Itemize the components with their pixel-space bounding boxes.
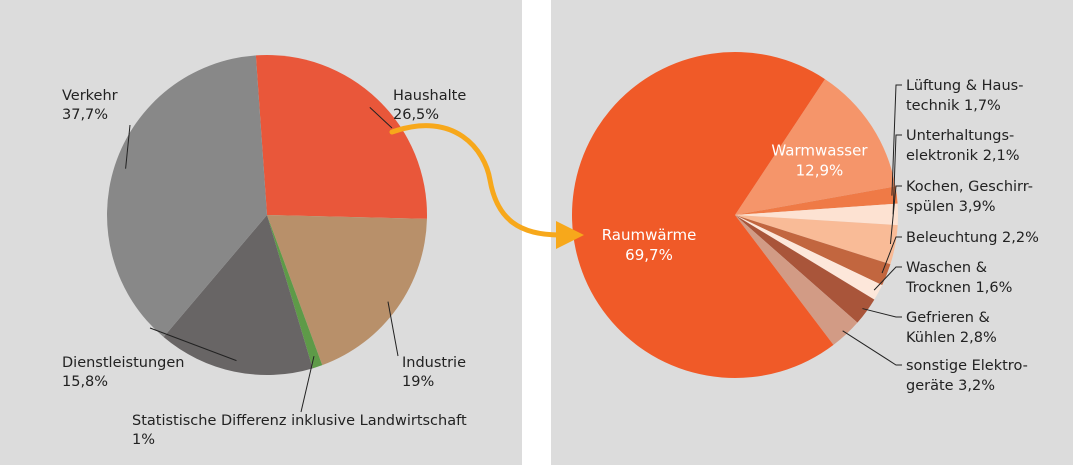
pie2-slice-lüftung-haus (735, 186, 898, 215)
pie2-leader-waschen (873, 266, 902, 291)
pie2-leader-sonstige-elektro (842, 330, 902, 366)
pie1-slice-verkehr (107, 55, 267, 338)
pie2-slice-raumwärme (572, 52, 834, 379)
pie2-label-beleuchtung-2-2: Beleuchtung 2,2% (906, 230, 1039, 246)
pie2-leader-kochen-geschirr (889, 185, 902, 245)
pie2-leader-beleuchtung-2-2 (881, 236, 902, 274)
pie2-label-sonstige-elektro: sonstige Elektro-geräte 3,2% (906, 358, 1028, 394)
pie1-leader-industrie (387, 301, 399, 357)
pie2-label-waschen: Waschen &Trocknen 1,6% (905, 260, 1012, 296)
pie1-slice-statistische-differenz-inklusive-landwirtschaft (267, 215, 323, 369)
connector-arrow-head (556, 221, 584, 249)
pie1-leader-statistische-differenz-inklusive-landwirtschaft (300, 356, 315, 413)
pie1-slice-industrie (267, 215, 427, 366)
connector-arrow-path (389, 123, 563, 238)
pie1-label-statistische-differenz-inklusive-landwirtschaft: Statistische Differenz inklusive Landwir… (132, 413, 467, 448)
pie2-label-gefrieren: Gefrieren &Kühlen 2,8% (906, 310, 997, 346)
pie1-leader-haushalte (369, 107, 393, 129)
pie2-leader-lüftung-haus (891, 84, 902, 196)
pie2-slice-warmwasser (735, 79, 896, 215)
pie2-slice-sonstige-elektro (735, 215, 858, 345)
pie2-leader-gefrieren (862, 308, 902, 318)
pie2-slice-unterhaltungs (735, 203, 899, 226)
pie2-leader-unterhaltungs (892, 134, 902, 215)
pie2-label-lüftung-haus: Lüftung & Haus-technik 1,7% (906, 78, 1023, 114)
pie2-slice-kochen-geschirr (735, 215, 898, 265)
pie1-slice-dienstleistungen (163, 215, 313, 375)
pie1-slice-haushalte (255, 55, 427, 219)
pie2-label-unterhaltungs: Unterhaltungs-elektronik 2,1% (906, 128, 1020, 164)
pie2-slice-gefrieren (735, 215, 875, 323)
pie2-label-kochen-geschirr: Kochen, Geschirr-spülen 3,9% (906, 179, 1033, 215)
pie2-slice-waschen (735, 215, 883, 300)
pie1-leader-verkehr (125, 124, 131, 169)
pie2-slice-beleuchtung-2-2 (735, 215, 891, 286)
pie1-leader-dienstleistungen (149, 327, 237, 362)
